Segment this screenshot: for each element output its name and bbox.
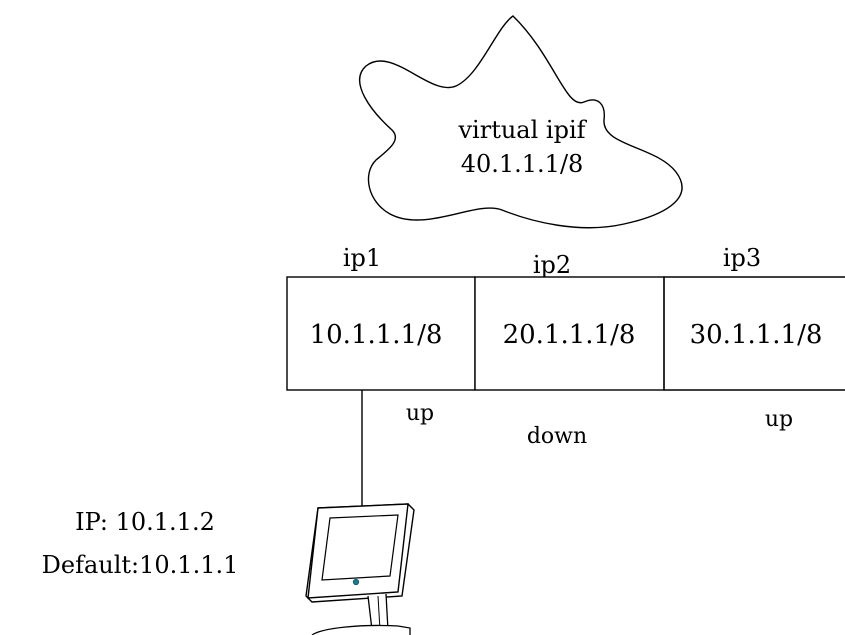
interface-box-ip1 bbox=[286, 276, 476, 391]
host-default-gateway-label: Default:10.1.1.1 bbox=[42, 551, 239, 579]
interface-box-ip2 bbox=[474, 276, 665, 391]
interface-label-ip2: ip2 bbox=[533, 251, 571, 279]
cloud-label-line2: 40.1.1.1/8 bbox=[461, 150, 584, 178]
interface-label-ip1: ip1 bbox=[343, 244, 381, 272]
computer-monitor-icon bbox=[305, 503, 415, 635]
host-ip-label: IP: 10.1.1.2 bbox=[75, 508, 215, 536]
interface-address-ip2: 20.1.1.1/8 bbox=[503, 320, 636, 350]
cloud-label-line1: virtual ipif bbox=[457, 116, 587, 144]
interface-status-ip1: up bbox=[406, 401, 434, 426]
interface-address-ip1: 10.1.1.1/8 bbox=[310, 320, 443, 350]
interface-address-ip3: 30.1.1.1/8 bbox=[690, 320, 823, 350]
interface-label-ip3: ip3 bbox=[723, 244, 761, 272]
interface-box-ip3 bbox=[663, 276, 845, 391]
virtual-ipif-cloud bbox=[359, 15, 683, 229]
interface-status-ip2: down bbox=[527, 424, 587, 449]
interface-status-ip3: up bbox=[765, 407, 793, 432]
